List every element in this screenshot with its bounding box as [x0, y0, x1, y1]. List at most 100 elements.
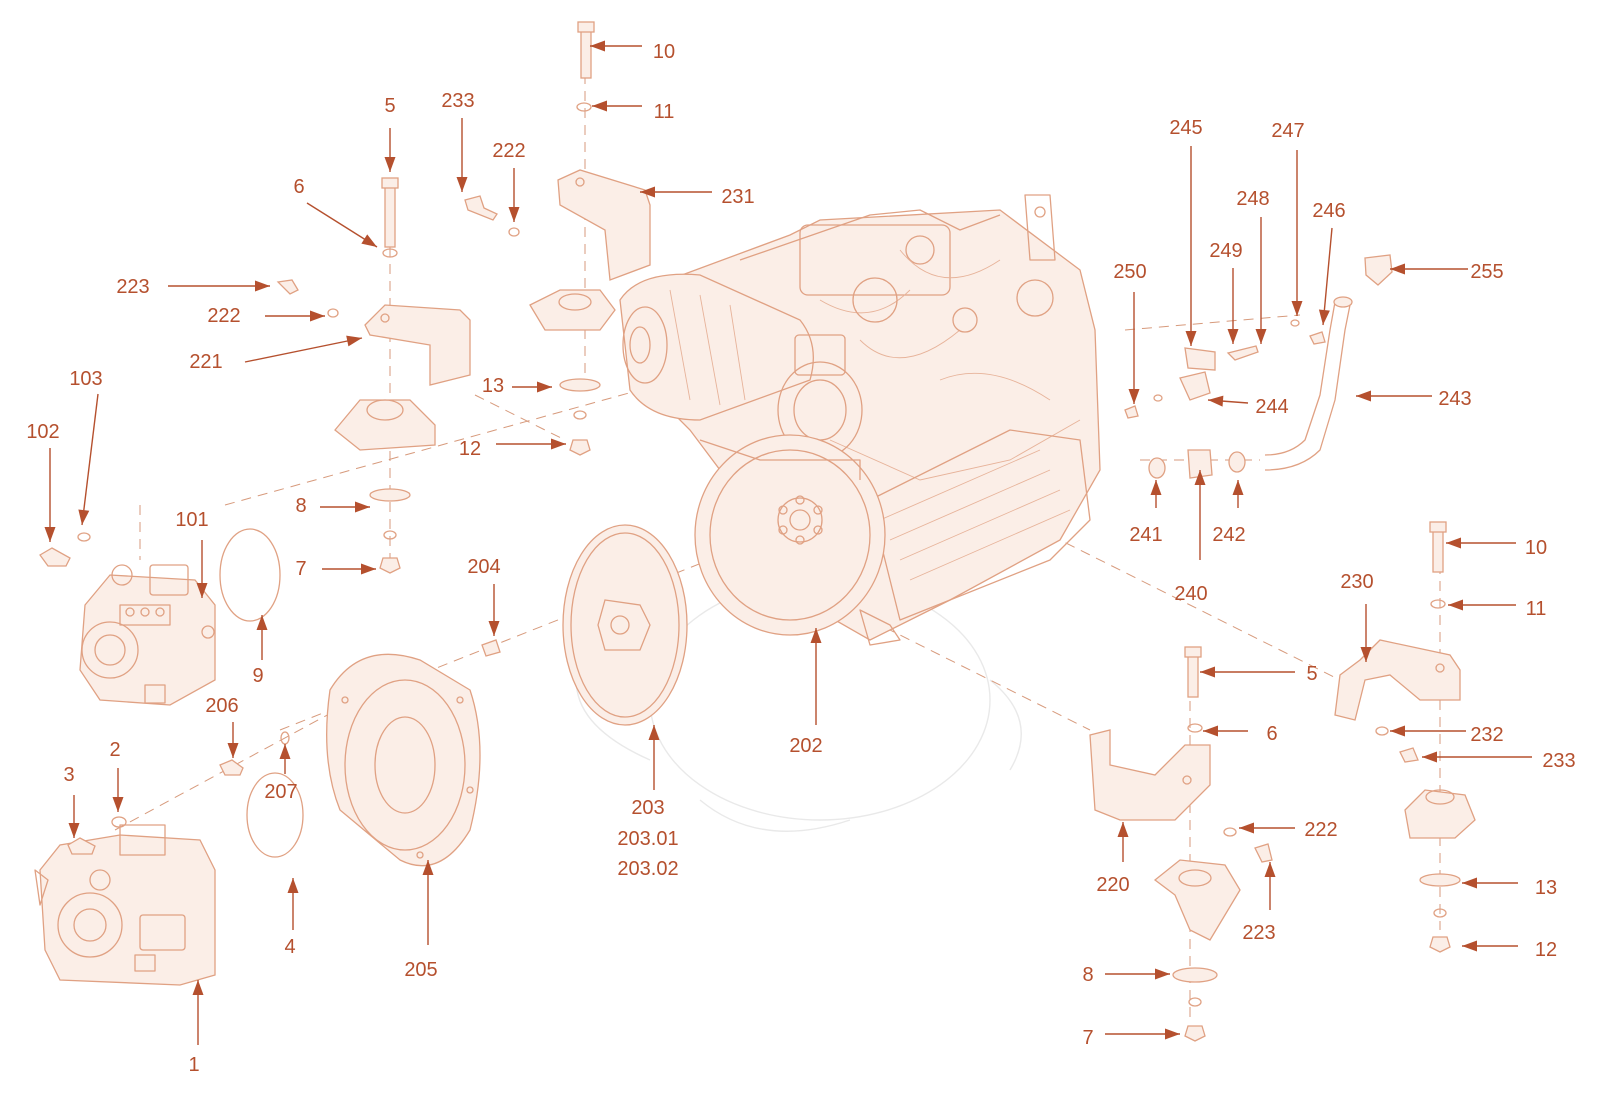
leader-arrowhead [192, 980, 204, 995]
engine-mount-right-lower [1089, 646, 1241, 1042]
part-callout-label: 240 [1174, 583, 1207, 605]
part-callout-label: 1 [188, 1054, 199, 1076]
leader-arrowhead [1165, 1028, 1180, 1040]
part-callout-label: 230 [1340, 571, 1373, 593]
part-callout-label: 10 [1525, 537, 1547, 559]
leader-arrowhead [68, 823, 80, 838]
part-callout-label: 222 [492, 140, 525, 162]
part-callout-label: 5 [1306, 663, 1317, 685]
leader-arrowhead [1390, 263, 1405, 275]
part-callout-label: 13 [482, 375, 504, 397]
part-callout-label: 248 [1236, 188, 1269, 210]
leader-arrowhead [196, 583, 208, 598]
leader-arrowhead [1117, 822, 1129, 837]
part-callout-label: 8 [295, 495, 306, 517]
leader-arrowhead [1208, 395, 1224, 407]
part-callout-label: 223 [1242, 922, 1275, 944]
part-callout-label: 232 [1470, 724, 1503, 746]
leader-arrows [44, 40, 1532, 1045]
leader-arrowhead [640, 186, 655, 198]
part-callout-label: 205 [404, 959, 437, 981]
leader-arrowhead [1232, 480, 1244, 495]
part-callout-label: 222 [207, 305, 240, 327]
part-callout-label: 102 [26, 421, 59, 443]
part-callout-label: 221 [189, 351, 222, 373]
leader-arrowhead [537, 381, 552, 393]
part-callout-label: 204 [467, 556, 500, 578]
leader-arrowhead [1150, 480, 1162, 495]
part-callout-label: 245 [1169, 117, 1202, 139]
part-callout-label: 233 [441, 90, 474, 112]
part-callout-label: 241 [1129, 524, 1162, 546]
leader-arrowhead [44, 527, 56, 542]
part-callout-label: 4 [284, 936, 295, 958]
part-callout-label: 6 [1266, 723, 1277, 745]
leader-arrowhead [1227, 329, 1239, 344]
part-callout-label: 242 [1212, 524, 1245, 546]
part-callout-label: 206 [205, 695, 238, 717]
leader-arrowhead [255, 280, 270, 292]
leader-arrowhead [1194, 470, 1206, 485]
gasket-9 [219, 528, 281, 622]
leader-arrowhead [488, 621, 500, 636]
leader-arrowhead [78, 509, 90, 525]
leader-arrowhead [279, 744, 291, 759]
leader-arrowhead [1200, 666, 1215, 678]
leader-arrowhead [287, 878, 299, 893]
part-callout-label: 3 [63, 764, 74, 786]
leader-arrowhead [256, 615, 268, 630]
part-callout-label: 244 [1255, 396, 1288, 418]
leader-arrowhead [551, 438, 566, 450]
small-fasteners [39, 195, 1419, 863]
part-callout-label: 203.02 [617, 858, 678, 880]
leader-arrowhead [1422, 751, 1437, 763]
leader-arrowhead [1255, 329, 1267, 344]
leader-arrowhead [1264, 862, 1276, 877]
engine-mount-left [334, 177, 471, 574]
housing-adapter [326, 653, 481, 867]
leader-arrowhead [422, 860, 434, 875]
part-callout-label: 203 [631, 797, 664, 819]
part-callout-label: 6 [293, 176, 304, 198]
leader-arrowhead [1318, 309, 1330, 325]
part-callout-label: 233 [1542, 750, 1575, 772]
hydraulic-pump-lower [34, 824, 216, 986]
leader-arrowhead [1185, 331, 1197, 346]
coupling-disc [562, 524, 688, 726]
part-callout-label: 246 [1312, 200, 1345, 222]
hydraulic-pump-upper [79, 564, 216, 706]
part-callout-label: 8 [1082, 964, 1093, 986]
part-callout-label: 7 [1082, 1027, 1093, 1049]
leader-arrowhead [590, 40, 605, 52]
part-callout-label: 203.01 [617, 828, 678, 850]
part-callout-label: 202 [789, 735, 822, 757]
leader-arrowhead [1462, 877, 1477, 889]
leader-arrowhead [1155, 968, 1170, 980]
part-callout-label: 222 [1304, 819, 1337, 841]
leader-arrowhead [361, 563, 376, 575]
leader-arrowhead [1239, 822, 1254, 834]
engine-mount-upper [529, 21, 651, 456]
part-callout-label: 101 [175, 509, 208, 531]
part-callout-label: 10 [653, 41, 675, 63]
part-callout-label: 250 [1113, 261, 1146, 283]
part-callout-label: 255 [1470, 261, 1503, 283]
part-callout-label: 5 [384, 95, 395, 117]
part-callout-label: 243 [1438, 388, 1471, 410]
leader-arrowhead [355, 501, 370, 513]
part-callout-label: 249 [1209, 240, 1242, 262]
leader-arrowhead [456, 177, 468, 192]
leader-arrowhead [112, 797, 124, 812]
leader-arrowhead [1462, 940, 1477, 952]
leader-arrowhead [1448, 599, 1463, 611]
leader-arrowhead [310, 310, 325, 322]
part-callout-label: 13 [1535, 877, 1557, 899]
leader-arrowhead [346, 335, 362, 347]
leader-arrowhead [384, 157, 396, 172]
leader-arrowhead [1446, 537, 1461, 549]
leader-arrowhead [508, 207, 520, 222]
part-callout-label: 223 [116, 276, 149, 298]
